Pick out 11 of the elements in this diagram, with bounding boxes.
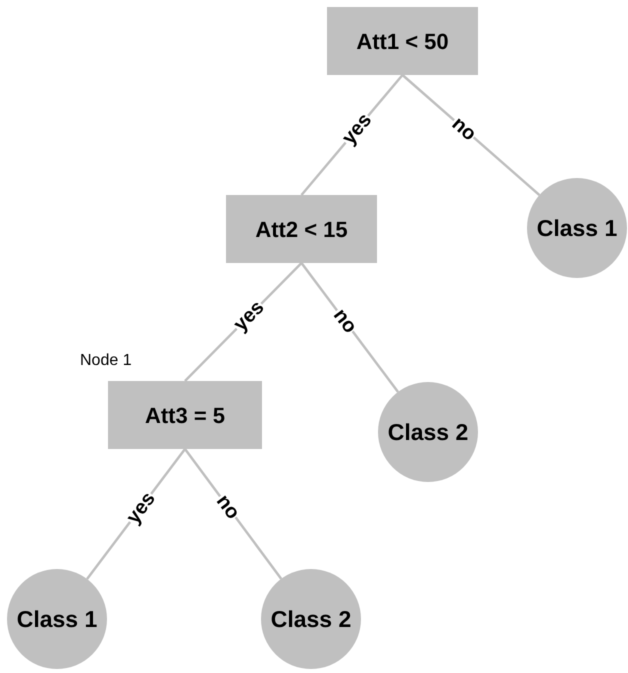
node-label: Att1 < 50	[356, 28, 449, 56]
decision-box	[226, 195, 377, 263]
node-label: Att3 = 5	[144, 402, 226, 430]
node-label: Class 2	[270, 604, 352, 634]
decision-box	[327, 7, 478, 75]
node-label: Class 1	[16, 604, 98, 634]
node-label: Att2 < 15	[255, 216, 348, 244]
node-label: Class 2	[388, 418, 468, 447]
node-label: Class 1	[536, 214, 618, 243]
node-caption: Node 1	[80, 352, 132, 370]
decision-box	[108, 381, 262, 449]
